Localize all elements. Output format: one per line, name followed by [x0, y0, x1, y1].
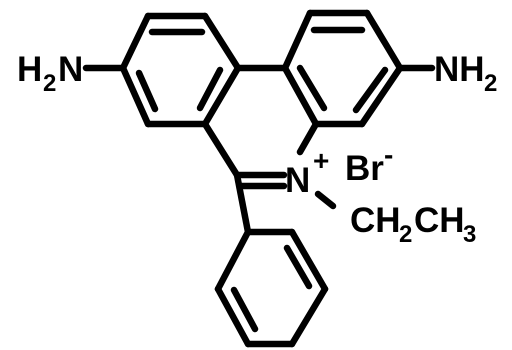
central-ring-bonds — [201, 64, 320, 190]
bond — [119, 12, 152, 72]
bond — [288, 285, 329, 348]
inner-bond — [352, 66, 389, 114]
positive-charge: + — [313, 145, 329, 176]
quaternary-nitrogen-label: N + — [285, 145, 329, 200]
inner-bond — [135, 69, 159, 113]
ethyl-label: CH 2 CH 3 — [350, 201, 476, 248]
bond — [363, 9, 404, 72]
inner-bond — [230, 286, 259, 333]
n-atom-label: N — [58, 50, 83, 89]
br-atom-label: Br — [345, 149, 384, 188]
nh-atom-label: NH — [434, 50, 485, 89]
inner-bond — [283, 244, 313, 290]
bond — [119, 64, 152, 128]
amine-right-label: NH 2 — [434, 50, 497, 97]
negative-charge: - — [384, 139, 393, 170]
bond — [214, 228, 252, 293]
left-benzene-ring — [119, 12, 242, 128]
bond — [201, 120, 241, 179]
ch-atom-label: CH — [350, 201, 401, 240]
inner-bond — [196, 66, 224, 112]
bond — [281, 64, 320, 128]
right-benzene-ring — [281, 9, 404, 128]
substituent-bonds — [82, 64, 436, 210]
bromide-label: Br - — [345, 139, 393, 188]
h-atom-label: H — [17, 50, 42, 89]
subscript-2: 2 — [399, 221, 412, 248]
bond — [296, 120, 320, 156]
bond — [358, 64, 404, 128]
subscript-2: 2 — [484, 70, 497, 97]
bond — [233, 171, 252, 236]
inner-bond — [296, 64, 328, 112]
amine-left-label: H 2 N — [17, 50, 83, 97]
bond — [201, 64, 242, 128]
phenyl-ring — [214, 171, 329, 348]
subscript-2: 2 — [43, 70, 56, 97]
bond — [214, 285, 252, 348]
subscript-3: 3 — [463, 221, 476, 248]
bond — [201, 12, 242, 72]
bond — [288, 228, 329, 293]
n-ethyl-bond — [314, 190, 337, 210]
bond — [281, 9, 314, 72]
ch-atom-label: CH — [414, 201, 465, 240]
n-atom-label: N — [285, 161, 310, 200]
